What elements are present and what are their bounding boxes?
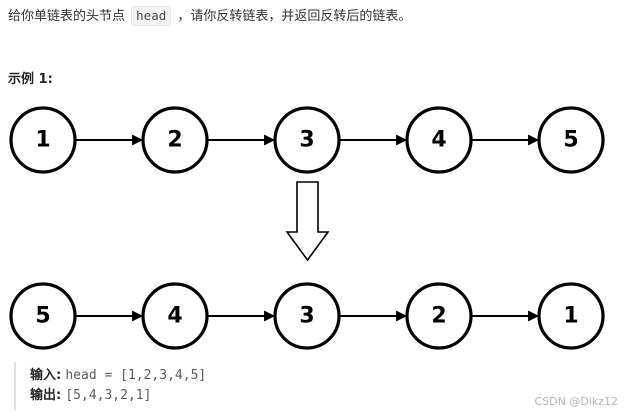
input-list-node: [273, 106, 341, 174]
output-list-node-label: 2: [431, 304, 446, 329]
output-linked-list: 5 4 3 2 1: [9, 282, 605, 350]
output-line: 输出: [5,4,3,2,1]: [30, 387, 151, 405]
example-title: 示例 1:: [8, 72, 53, 87]
input-list-node-label: 2: [167, 128, 182, 153]
output-list-node: [9, 282, 77, 350]
arrow-right-icon: [528, 134, 539, 146]
watermark: CSDN @Dikz12: [534, 395, 618, 408]
output-list-node-label: 3: [299, 304, 314, 329]
description-text-after: ，请你反转链表，并返回反转后的链表。: [173, 9, 412, 24]
input-list-node: [405, 106, 473, 174]
description-text-before: 给你单链表的头节点: [8, 9, 130, 24]
input-list-node-label: 4: [431, 128, 446, 153]
input-line: 输入: head = [1,2,3,4,5]: [30, 367, 206, 385]
input-list-node-label: 3: [299, 128, 314, 153]
output-list-node: [405, 282, 473, 350]
output-label: 输出:: [30, 388, 62, 403]
input-list-node: [9, 106, 77, 174]
input-label: 输入:: [30, 368, 62, 383]
input-linked-list: 1 2 3 4 5: [9, 106, 605, 174]
output-list-node: [141, 282, 209, 350]
input-value: head = [1,2,3,4,5]: [65, 368, 207, 383]
arrow-right-icon: [396, 310, 407, 322]
inline-code-head: head: [131, 6, 172, 26]
input-list-node: [141, 106, 209, 174]
arrow-right-icon: [132, 134, 143, 146]
arrow-right-icon: [528, 310, 539, 322]
arrow-right-icon: [396, 134, 407, 146]
down-arrow-icon: [285, 181, 330, 262]
input-list-node-label: 1: [35, 128, 50, 153]
problem-description: 给你单链表的头节点 head ，请你反转链表，并返回反转后的链表。: [8, 6, 411, 26]
output-list-node: [273, 282, 341, 350]
input-list-node-label: 5: [563, 128, 578, 153]
output-list-node: [537, 282, 605, 350]
output-list-node-label: 4: [167, 304, 182, 329]
example-io-block: 输入: head = [1,2,3,4,5] 输出: [5,4,3,2,1]: [14, 362, 616, 410]
output-list-node-label: 1: [563, 304, 578, 329]
arrow-right-icon: [264, 134, 275, 146]
output-value: [5,4,3,2,1]: [65, 388, 152, 403]
arrow-right-icon: [132, 310, 143, 322]
output-list-node-label: 5: [35, 304, 50, 329]
arrow-right-icon: [264, 310, 275, 322]
input-list-node: [537, 106, 605, 174]
